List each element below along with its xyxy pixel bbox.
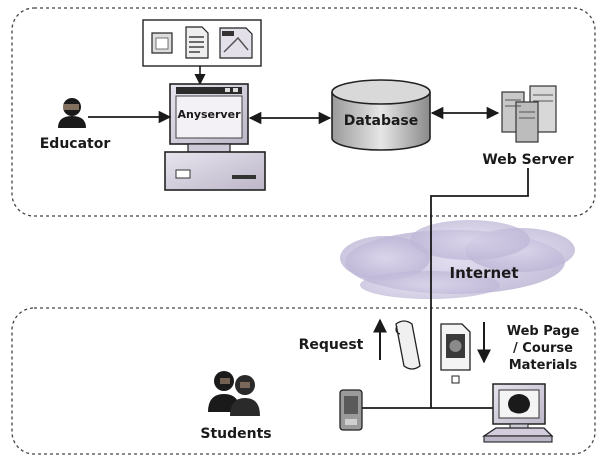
request-scroll-icon: [395, 320, 421, 370]
educator-person-icon: [58, 98, 86, 128]
educator-label: Educator: [40, 136, 111, 152]
text-doc-icon: [185, 26, 209, 59]
students-label: Students: [200, 426, 271, 442]
web-page-document-icon: [440, 323, 471, 384]
network-connection-line: [430, 168, 529, 409]
students-zone-border: [11, 307, 596, 455]
drawing-doc-icon: [219, 27, 253, 59]
web-page-label-line3: Materials: [509, 358, 578, 373]
web-page-label-line2: / Course: [513, 341, 573, 356]
database-cylinder-icon: [331, 79, 431, 151]
internet-cloud-icon: [340, 220, 575, 299]
database-label: Database: [344, 113, 419, 129]
internet-label: Internet: [449, 264, 518, 282]
web-server-label: Web Server: [482, 152, 573, 168]
web-page-label-line1: Web Page: [507, 324, 580, 339]
students-people-icon: [208, 371, 260, 416]
document-icons: [142, 19, 262, 67]
request-label: Request: [299, 337, 364, 353]
student-computer-icon: [481, 383, 554, 443]
pda-device-icon: [339, 389, 363, 431]
window-doc-icon: [151, 32, 173, 54]
computer-icon: [164, 83, 266, 191]
anyserver-label: Anyserver: [177, 108, 241, 121]
web-server-icon: [501, 85, 557, 143]
educator-zone-border: [11, 7, 596, 217]
